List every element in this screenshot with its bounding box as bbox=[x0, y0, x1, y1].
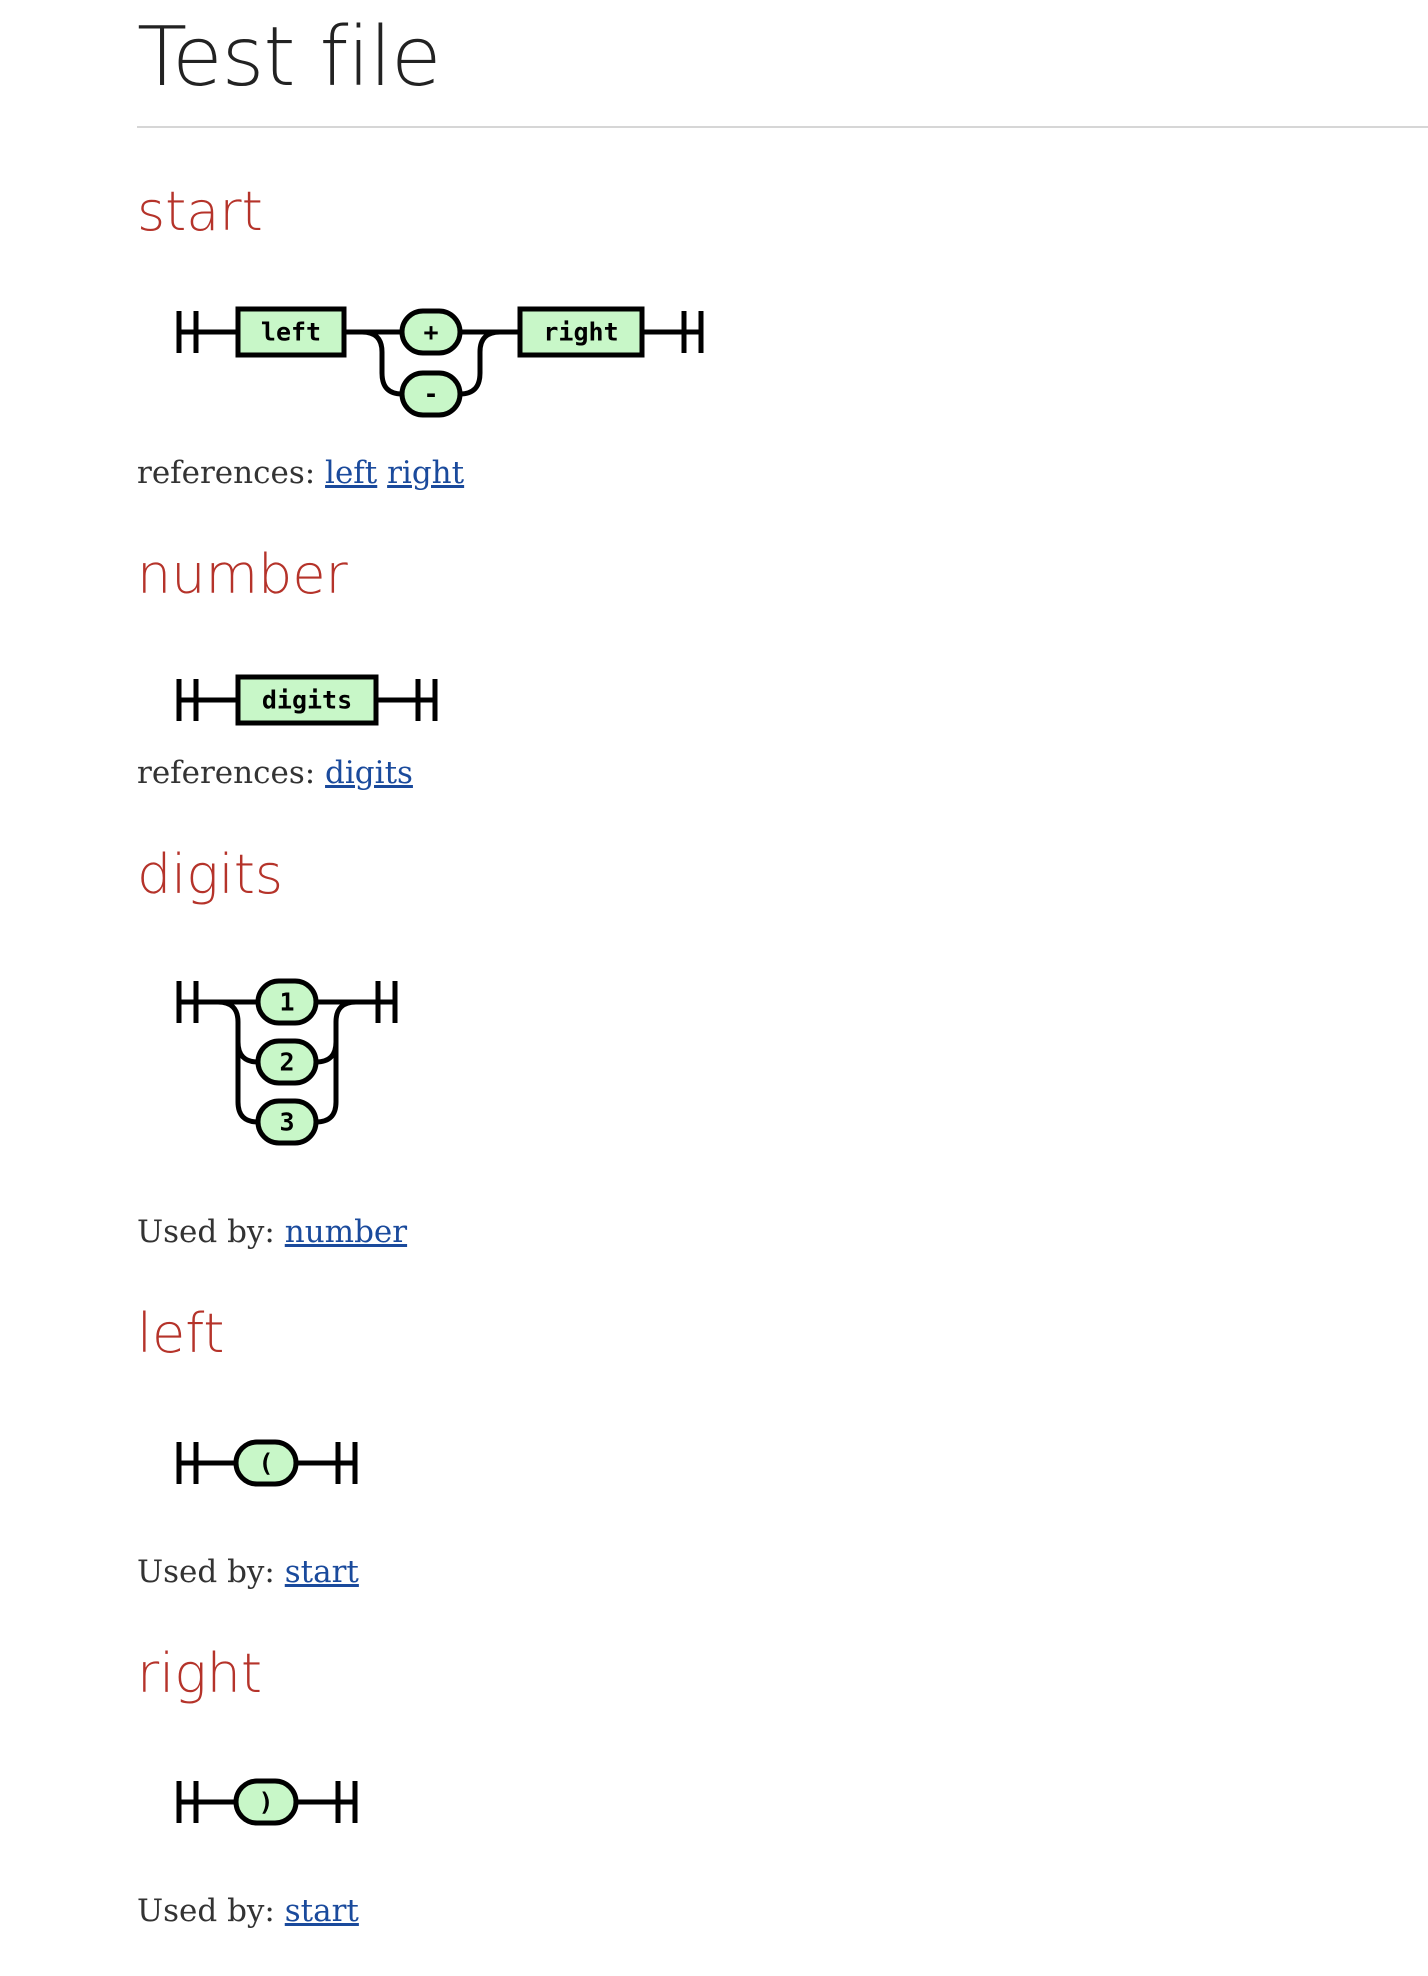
references-label: references: bbox=[137, 455, 316, 491]
svg-text:left: left bbox=[261, 318, 321, 347]
svg-text:1: 1 bbox=[279, 988, 294, 1017]
svg-text:right: right bbox=[543, 318, 618, 347]
references-label: Used by: bbox=[137, 1214, 275, 1250]
references-label: Used by: bbox=[137, 1554, 275, 1590]
edge bbox=[315, 999, 357, 1065]
svg-text:2: 2 bbox=[279, 1048, 294, 1077]
rule-heading-digits: digits bbox=[137, 843, 283, 906]
rule-heading-right: right bbox=[137, 1642, 263, 1705]
ref-link-right[interactable]: right bbox=[387, 455, 465, 491]
rule-heading-number: number bbox=[137, 543, 348, 606]
edge bbox=[217, 999, 259, 1065]
node-right[interactable]: right bbox=[517, 306, 645, 358]
edge bbox=[361, 329, 403, 397]
node-open-paren[interactable]: ( bbox=[233, 1439, 299, 1487]
svg-text:3: 3 bbox=[279, 1108, 294, 1137]
references-label: Used by: bbox=[137, 1893, 275, 1929]
edge bbox=[235, 1042, 259, 1125]
svg-text:digits: digits bbox=[262, 686, 352, 715]
edge bbox=[459, 329, 501, 397]
diagram-left-end-terminal bbox=[335, 1442, 358, 1484]
diagram-number-end-terminal bbox=[415, 679, 438, 721]
page-title: Test file bbox=[137, 10, 441, 105]
node-digit-1[interactable]: 1 bbox=[255, 978, 319, 1026]
node-digit-2[interactable]: 2 bbox=[255, 1038, 319, 1086]
diagram-digits-end-terminal bbox=[375, 981, 398, 1023]
references-label: references: bbox=[137, 755, 316, 791]
svg-text:): ) bbox=[258, 1788, 273, 1817]
rule-heading-start: start bbox=[137, 180, 263, 243]
edge bbox=[315, 1042, 339, 1125]
references-right: Used by: start bbox=[137, 1891, 359, 1931]
node-plus[interactable]: + bbox=[399, 308, 463, 356]
svg-text:-: - bbox=[423, 380, 438, 409]
references-start: references: left right bbox=[137, 453, 464, 493]
svg-text:+: + bbox=[423, 318, 438, 347]
references-number: references: digits bbox=[137, 753, 413, 793]
ref-link-start[interactable]: start bbox=[284, 1893, 359, 1929]
node-left[interactable]: left bbox=[235, 306, 347, 358]
svg-text:(: ( bbox=[258, 1449, 273, 1478]
references-digits: Used by: number bbox=[137, 1212, 407, 1252]
title-divider bbox=[137, 126, 1428, 128]
diagram-digits: 1 2 3 bbox=[176, 978, 398, 1146]
ref-link-left[interactable]: left bbox=[325, 455, 378, 491]
node-digits[interactable]: digits bbox=[235, 674, 379, 726]
ref-link-start[interactable]: start bbox=[284, 1554, 359, 1590]
diagram-right: ) bbox=[176, 1778, 358, 1826]
node-digit-3[interactable]: 3 bbox=[255, 1098, 319, 1146]
diagram-right-end-terminal bbox=[335, 1781, 358, 1823]
node-minus[interactable]: - bbox=[399, 370, 463, 418]
node-close-paren[interactable]: ) bbox=[233, 1778, 299, 1826]
ref-link-digits[interactable]: digits bbox=[325, 755, 413, 791]
rule-heading-left: left bbox=[137, 1302, 225, 1365]
diagram-left: ( bbox=[176, 1439, 358, 1487]
diagram-start: left + - right bbox=[176, 306, 704, 418]
diagram-number: digits bbox=[176, 674, 438, 726]
ref-link-number[interactable]: number bbox=[284, 1214, 408, 1250]
diagram-start-end-terminal bbox=[681, 311, 704, 353]
references-left: Used by: start bbox=[137, 1552, 359, 1592]
